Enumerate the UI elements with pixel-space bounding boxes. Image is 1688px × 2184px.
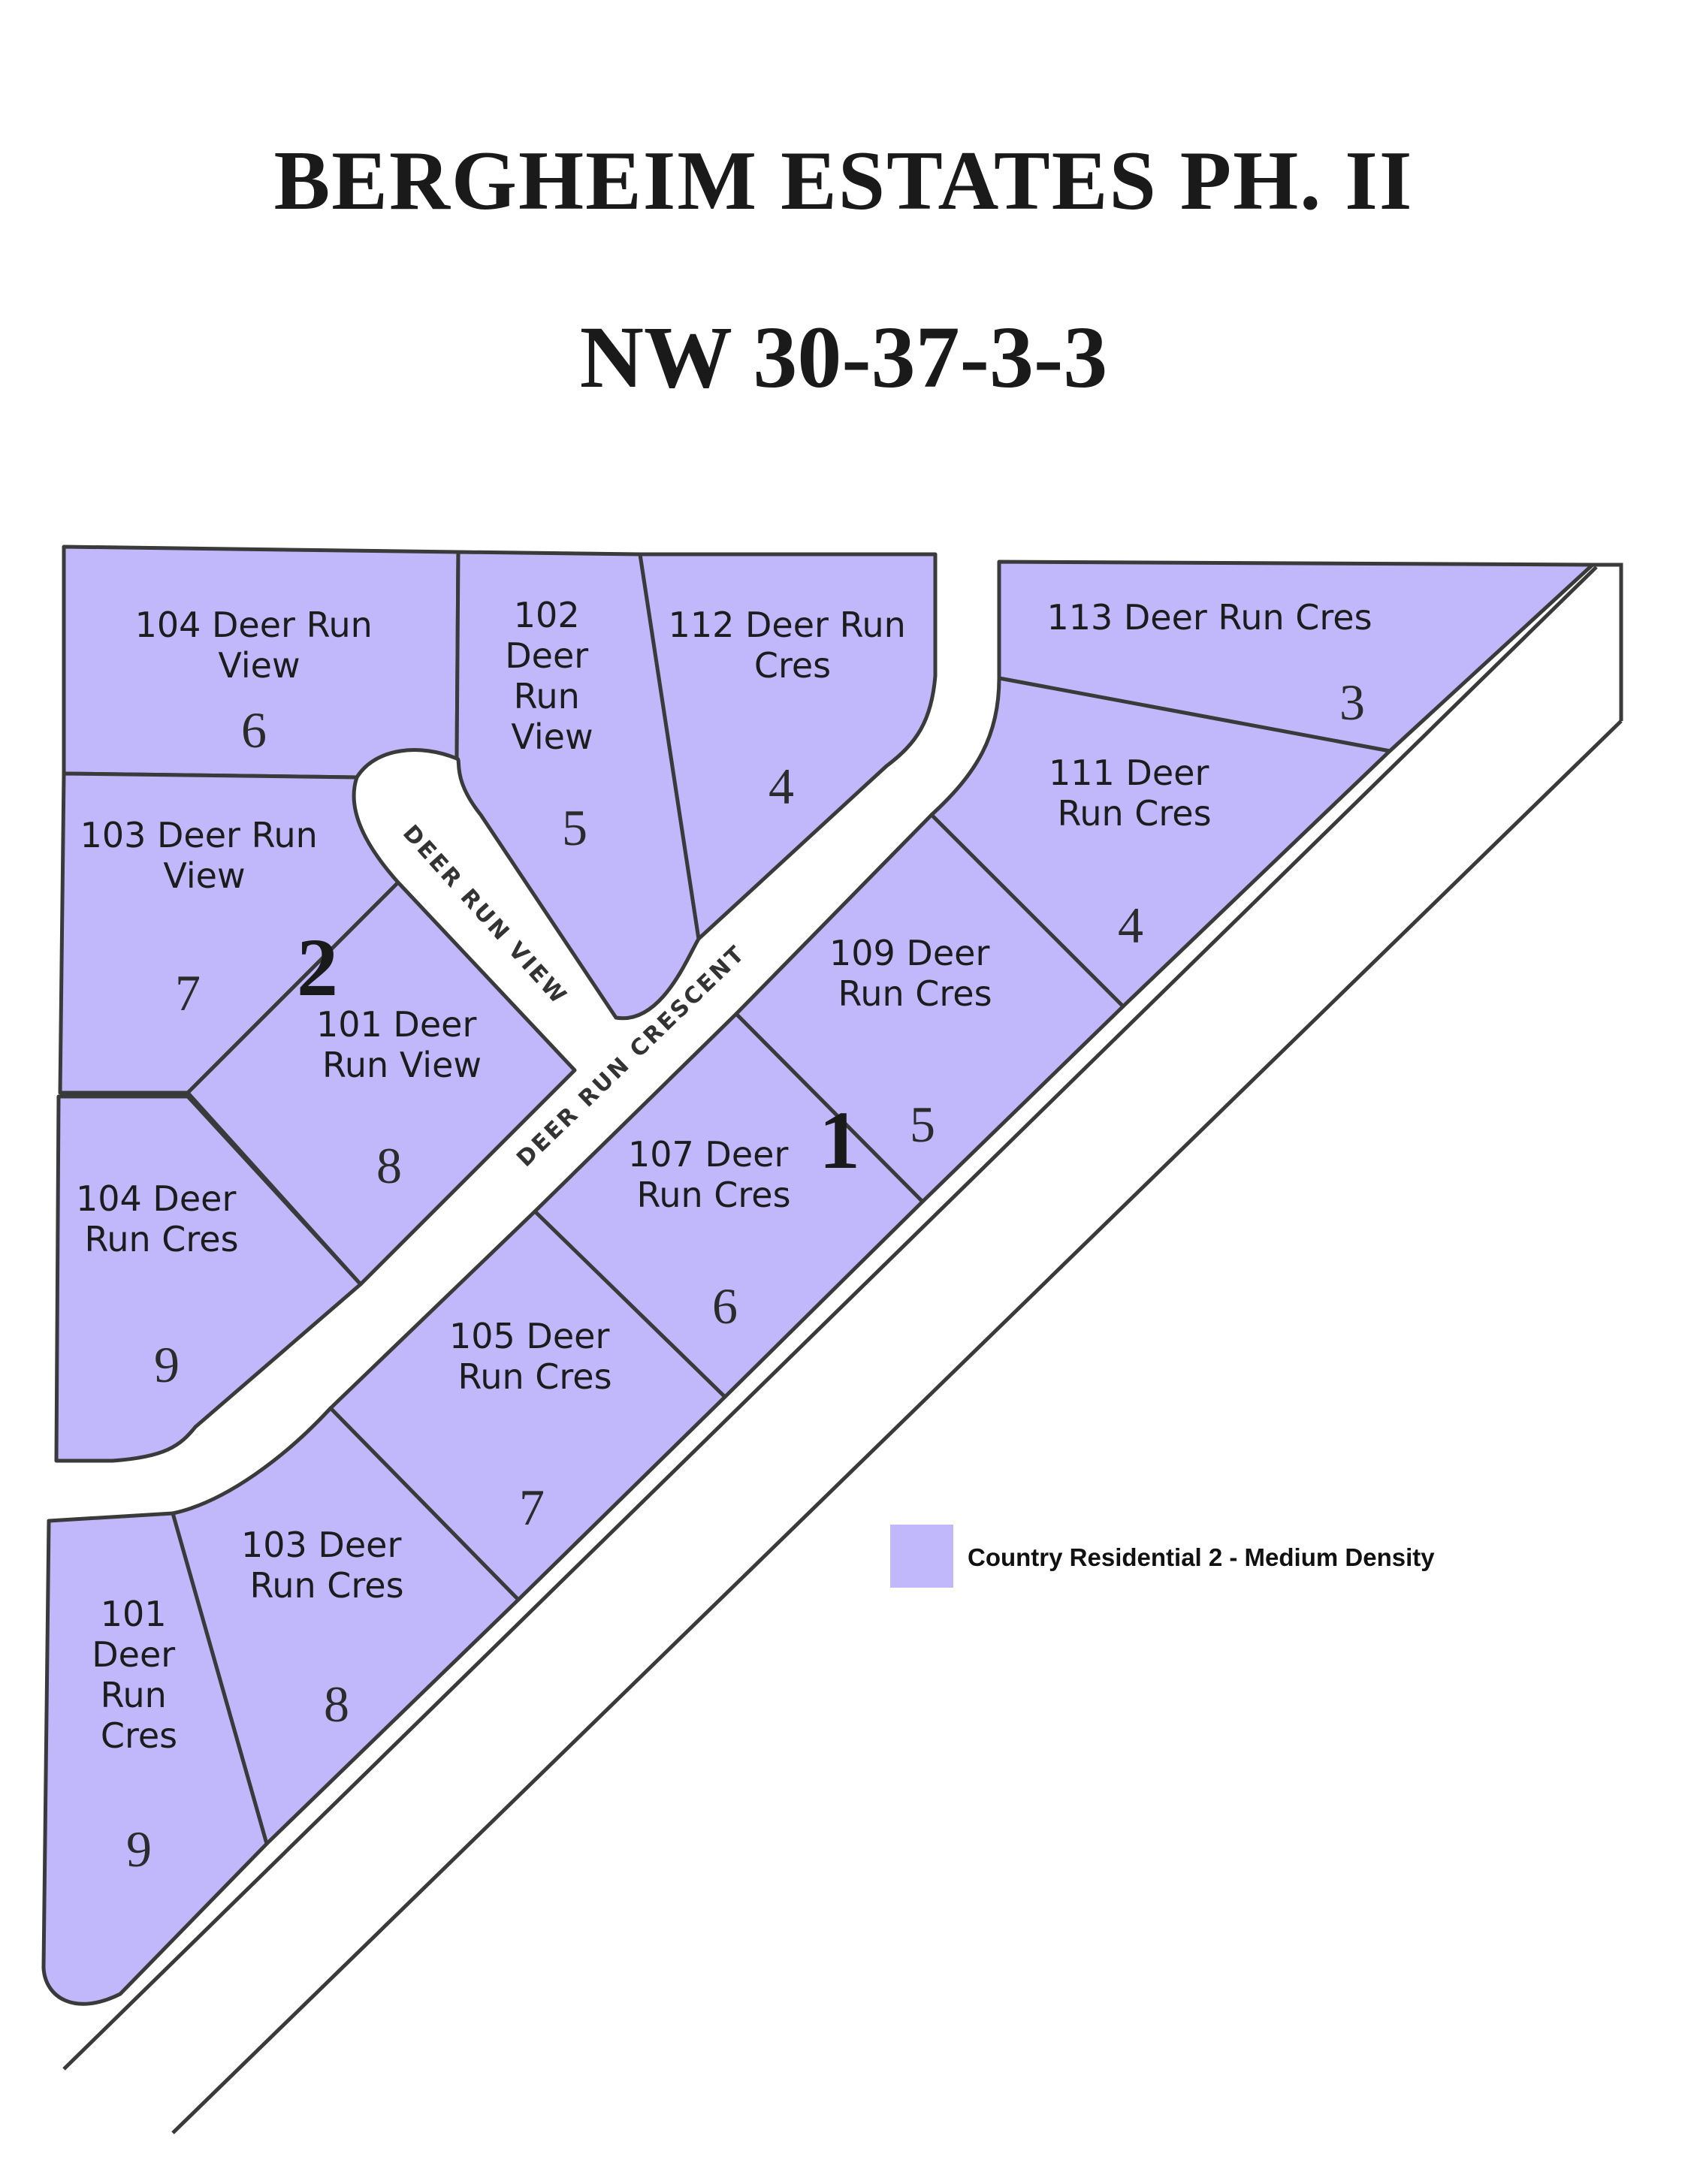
- address-label-b2-9: 104 Deer Run Cres: [76, 1178, 247, 1259]
- lot-number-b2-9: 9: [154, 1336, 180, 1393]
- address-label-b2-5: 102 Deer Run View: [505, 595, 599, 757]
- lot-number-b1-4: 4: [1118, 897, 1143, 954]
- address-label-b2-8: 101 Deer Run View: [316, 1004, 488, 1085]
- block-2-lots: [54, 544, 938, 1463]
- address-label-b1-6: 107 Deer Run Cres: [628, 1134, 799, 1215]
- block-number-2: 2: [297, 922, 338, 1013]
- legend-swatch: [890, 1525, 953, 1588]
- lot-number-b1-5: 5: [910, 1096, 935, 1153]
- lot-labels: 104 Deer Run View 6 102 Deer Run View 5 …: [76, 595, 1372, 1878]
- address-label-b1-7: 105 Deer Run Cres: [449, 1316, 621, 1397]
- lot-b1-9[interactable]: [41, 1511, 269, 2006]
- address-label-b1-4: 111 Deer Run Cres: [1049, 753, 1220, 834]
- lot-number-b2-7: 7: [175, 964, 201, 1021]
- lot-number-b2-8: 8: [376, 1137, 402, 1194]
- lot-number-b1-3: 3: [1339, 674, 1365, 731]
- block-number-1: 1: [819, 1094, 860, 1186]
- lot-number-b2-4: 4: [769, 758, 794, 815]
- address-label-b1-8: 103 Deer Run Cres: [241, 1525, 412, 1606]
- address-label-b1-3: 113 Deer Run Cres: [1046, 597, 1372, 638]
- lot-b2-5[interactable]: [454, 550, 701, 1021]
- legend-label: Country Residential 2 - Medium Density: [968, 1543, 1435, 1571]
- lot-number-b1-6: 6: [712, 1278, 738, 1335]
- address-label-b1-5: 109 Deer Run Cres: [829, 933, 1001, 1014]
- lot-b2-4[interactable]: [638, 552, 938, 941]
- legal-land-description: NW 30-37-3-3: [580, 308, 1107, 406]
- address-label-b1-9: 101 Deer Run Cres: [92, 1594, 186, 1756]
- address-label-b2-6: 104 Deer Run View: [135, 605, 384, 686]
- lot-number-b2-5: 5: [562, 799, 587, 856]
- block-1-lots: [41, 560, 1595, 2006]
- legend: Country Residential 2 - Medium Density: [890, 1525, 1435, 1588]
- lot-number-b1-8: 8: [324, 1676, 349, 1733]
- lot-number-b1-9: 9: [126, 1821, 152, 1878]
- highway-boundary: [62, 547, 1623, 2134]
- address-label-b2-4: 112 Deer Run Cres: [669, 605, 917, 686]
- lot-b2-9[interactable]: [54, 1094, 363, 1463]
- map-title: BERGHEIM ESTATES PH. II: [274, 134, 1414, 228]
- lot-number-b1-7: 7: [519, 1479, 545, 1536]
- lot-number-b2-6: 6: [241, 701, 267, 759]
- address-label-b2-7: 103 Deer Run View: [80, 815, 329, 896]
